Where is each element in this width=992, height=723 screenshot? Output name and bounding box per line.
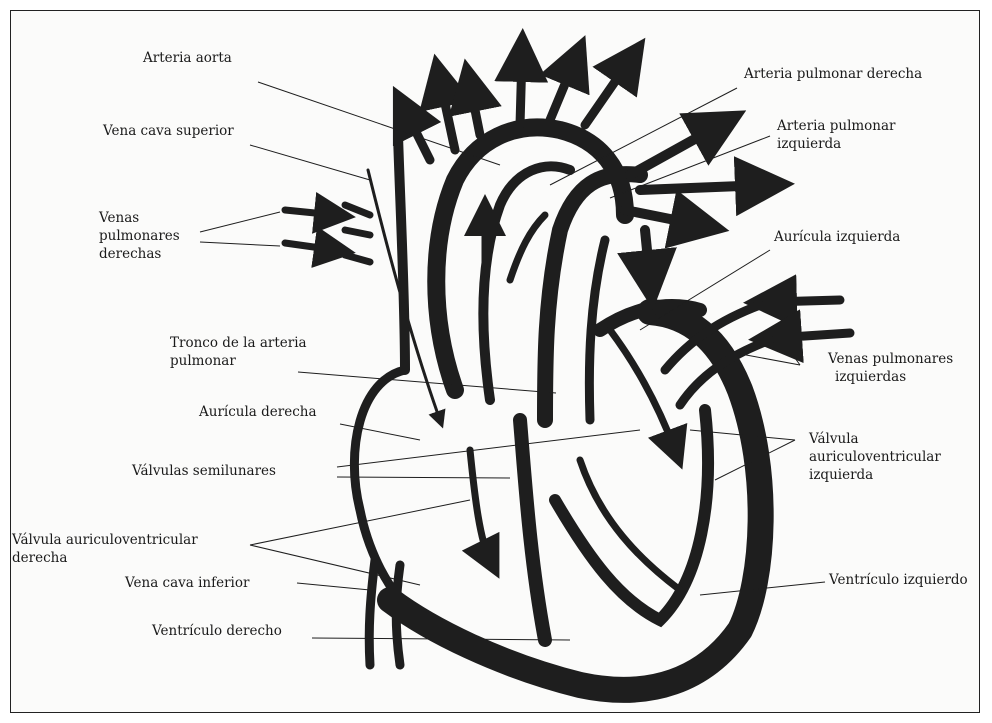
pulmonary-arteries (625, 125, 765, 280)
label-arteria-pulmonar-derecha: Arteria pulmonar derecha (744, 66, 922, 83)
label-vena-cava-inferior: Vena cava inferior (125, 575, 249, 592)
label-vena-cava-superior: Vena cava superior (103, 123, 234, 140)
label-venas-pulmonares-derechas-1: Venas (99, 210, 139, 227)
venas-pulmonares-derechas (285, 205, 370, 262)
label-arteria-pulmonar-izquierda-1: Arteria pulmonar (777, 118, 896, 135)
label-tronco-arteria-pulmonar-1: Tronco de la arteria (170, 335, 307, 352)
label-tronco-arteria-pulmonar-2: pulmonar (170, 353, 236, 370)
label-valvula-av-derecha-1: Válvula auriculoventricular (12, 532, 198, 549)
heart-outline (354, 306, 760, 690)
label-valvulas-semilunares: Válvulas semilunares (132, 463, 276, 480)
label-ventriculo-izquierdo: Ventrículo izquierdo (829, 572, 968, 589)
label-valvula-av-izquierda-3: izquierda (809, 467, 873, 484)
label-auricula-derecha: Aurícula derecha (199, 404, 317, 421)
label-auricula-izquierda: Aurícula izquierda (774, 229, 900, 246)
label-ventriculo-derecho: Ventrículo derecho (152, 623, 282, 640)
label-venas-pulmonares-izquierdas-2: izquierdas (835, 369, 906, 386)
label-arteria-aorta: Arteria aorta (143, 50, 232, 67)
label-valvula-av-derecha-2: derecha (12, 550, 67, 567)
label-valvula-av-izquierda-2: auriculoventricular (809, 449, 941, 466)
label-venas-pulmonares-derechas-2: pulmonares (99, 228, 180, 245)
label-venas-pulmonares-izquierdas-1: Venas pulmonares (828, 351, 953, 368)
label-valvula-av-izquierda-1: Válvula (809, 431, 859, 448)
label-venas-pulmonares-derechas-3: derechas (99, 246, 161, 263)
aorta (436, 127, 640, 420)
label-arteria-pulmonar-izquierda-2: izquierda (777, 136, 841, 153)
